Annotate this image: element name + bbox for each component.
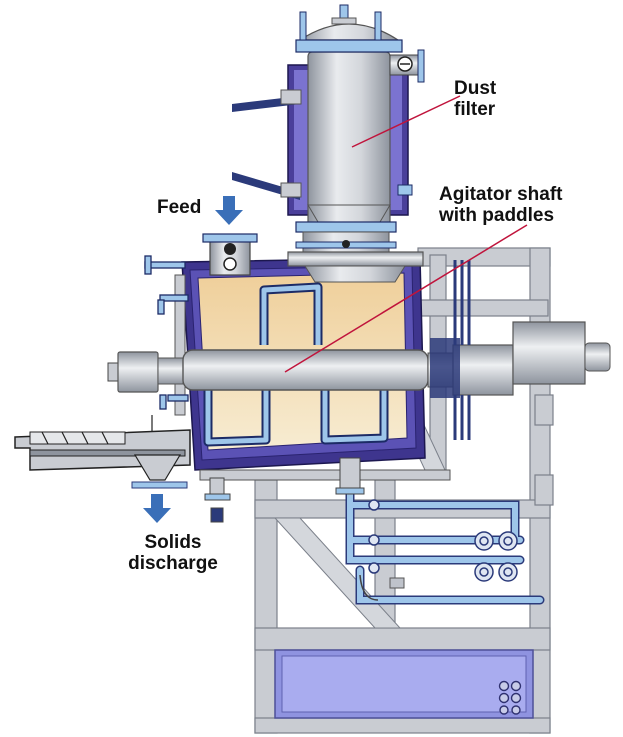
agitator-shaft [107,321,611,398]
pipe-fittings [368,499,518,582]
base-cabinet [274,649,534,719]
dust-filter [232,4,425,283]
drive-rods [453,260,471,440]
discharge-hopper [133,454,182,481]
label-solids-line-1: Solids [144,532,202,553]
label-dust-filter-line-1: Dust [454,78,497,99]
cabinet-ports [498,680,522,715]
label-solids-discharge: Solids discharge [118,532,228,574]
frame-base-rail [254,717,551,734]
bottom-outlet [204,457,365,523]
vessel-bottom-ledge [199,469,451,481]
label-dust-filter: Dust filter [454,78,496,120]
drain-valve [389,577,405,589]
frame-right-bracket [417,299,549,317]
agitator-callout [284,224,528,373]
frame-lower-rail [254,627,551,651]
label-agitator-line-2: with paddles [439,205,555,226]
label-feed-text: Feed [157,197,202,218]
label-solids-line-2: discharge [128,553,218,574]
label-agitator-line-1: Agitator shaft [439,184,563,205]
label-feed: Feed [157,197,201,218]
label-agitator-shaft: Agitator shaft with paddles [439,184,563,226]
label-dust-filter-line-2: filter [454,99,496,120]
frame-right-foot [534,394,554,426]
discharge-arrow-icon [143,494,171,523]
discharge-conveyor [14,415,191,489]
feed-arrow-icon [215,196,243,225]
drain-loop [359,574,379,601]
dust-filter-callout [351,95,461,148]
support-frame [254,247,554,734]
frame-right-foot-2 [534,474,554,506]
feed-nozzle [202,233,258,276]
